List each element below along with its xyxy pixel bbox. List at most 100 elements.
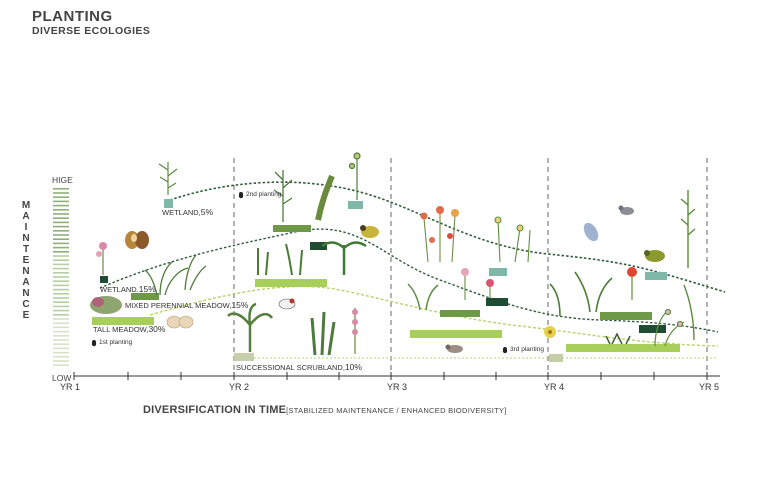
fern-frond-icon: [315, 174, 335, 221]
bar-y3-teal: [489, 268, 507, 276]
scale-stripe: [53, 200, 69, 203]
scale-stripe: [53, 242, 69, 245]
wild-flowers-icon: [494, 216, 531, 263]
moth-icon: [166, 315, 194, 329]
herb-plant-icon: [407, 283, 439, 311]
meadow-flower-icon: [96, 242, 107, 275]
scale-stripe: [53, 213, 69, 215]
bar-y3-mid: [440, 310, 480, 317]
tree-sapling-icon: [273, 170, 293, 222]
plant-illustrations: [90, 152, 696, 356]
scale-stripe: [53, 305, 69, 308]
label-second-planting: 2nd planting: [239, 191, 281, 198]
x-axis-subtitle: [STABILIZED MAINTENANCE / ENHANCED BIODI…: [286, 406, 507, 415]
palm-tree-icon: [227, 302, 274, 352]
scale-stripe: [53, 322, 69, 324]
scale-stripe: [53, 297, 69, 299]
small-bird-icon: [445, 344, 463, 353]
blue-bird-icon: [583, 222, 599, 242]
scale-stripe: [53, 217, 69, 219]
tick-yr2: YR 2: [229, 382, 250, 392]
tick-yr1: YR 1: [60, 382, 81, 392]
bar-y2-light: [255, 279, 327, 287]
sansevieria-icon: [310, 311, 336, 356]
scale-stripe: [53, 318, 69, 320]
scale-stripe: [53, 364, 69, 366]
succulent-icon: [605, 332, 631, 345]
label-third-planting: 3rd planting: [503, 346, 544, 353]
bar-y3-dark: [486, 298, 508, 306]
x-axis-title: DIVERSIFICATION IN TIME[STABILIZED MAINT…: [143, 404, 507, 416]
scale-stripe: [53, 301, 69, 303]
grass-clump-icon: [144, 254, 207, 296]
page-subtitle: DIVERSE ECOLOGIES: [32, 25, 151, 37]
poppy-flowers-icon: [420, 206, 459, 263]
scale-stripe: [53, 192, 69, 194]
label-tall-meadow: TALL MEADOW,30%: [93, 324, 166, 334]
scale-stripe: [53, 288, 69, 291]
scale-stripe: [53, 263, 69, 266]
scale-stripe: [53, 360, 69, 362]
butterfly-icon: [125, 231, 149, 249]
scale-stripe: [53, 276, 69, 278]
tick-yr4: YR 4: [544, 382, 565, 392]
bar-mixed-meadow: [131, 293, 159, 300]
scale-stripe: [53, 351, 69, 354]
scale-stripe: [53, 347, 69, 350]
page-title: PLANTING: [32, 8, 113, 25]
bar-y4-pale: [549, 354, 563, 362]
tick-yr3: YR 3: [387, 382, 408, 392]
scale-stripe: [53, 234, 69, 236]
scale-stripe: [53, 343, 69, 345]
scale-stripe: [53, 221, 69, 224]
bar-y2-mid: [273, 225, 311, 232]
bar-y2-teal: [348, 201, 363, 209]
label-wetland-15: WETLAND.15%: [100, 284, 156, 294]
tall-plant-icon: [680, 190, 696, 341]
label-mixed-perennial-meadow: MIXED PERENNIAL MEADOW,15%: [125, 300, 249, 310]
tick-yr5: YR 5: [699, 382, 720, 392]
bird-icon: [360, 225, 379, 238]
scale-stripe: [53, 293, 69, 295]
scale-stripe: [53, 356, 69, 358]
scale-stripe: [53, 330, 69, 333]
bar-y2-dark: [310, 242, 327, 250]
scale-stripe: [53, 335, 69, 337]
flowering-stem-icon: [348, 152, 361, 200]
y-axis-high-label: HIGE: [52, 175, 73, 185]
scale-stripe: [53, 284, 69, 287]
label-first-planting: 1st planting: [92, 339, 132, 346]
bar-tall-meadow: [92, 317, 154, 325]
scale-stripe: [53, 238, 69, 240]
bar-y3-light: [410, 330, 502, 338]
leafy-plant-icon: [257, 243, 303, 276]
scale-stripe: [53, 246, 69, 249]
palm-icon: [321, 241, 367, 275]
meadow-curve: [99, 228, 719, 333]
x-axis-title-text: DIVERSIFICATION IN TIME: [143, 404, 287, 416]
fern-plant-icon: [158, 162, 178, 195]
bar-wetland-2: [164, 199, 173, 208]
bar-wetland-1: [100, 276, 108, 283]
scale-stripe: [53, 196, 69, 198]
scale-stripe: [53, 280, 69, 282]
scale-stripe: [53, 309, 69, 312]
label-wetland-5: WETLAND,5%: [162, 207, 214, 217]
bar-y2-pale: [234, 353, 254, 361]
scale-stripe: [53, 209, 69, 211]
bar-y4-mid: [600, 312, 652, 320]
bar-y4-light: [566, 344, 680, 352]
scale-stripe: [53, 255, 69, 257]
scale-stripe: [53, 326, 69, 329]
red-flower-icon: [627, 267, 637, 300]
y-axis-low-label: LOW: [52, 373, 72, 383]
foxglove-icon: [352, 308, 358, 354]
scale-stripe: [53, 225, 69, 228]
wetland-curve: [169, 181, 726, 293]
bar-y4-teal: [645, 272, 667, 280]
low-shrub-icon: [90, 296, 122, 314]
yellow-flower-icon: [544, 326, 556, 338]
label-successional-scrubland: SUCCESSIONAL SCRUBLAND,10%: [236, 362, 362, 372]
songbird-icon: [278, 298, 296, 310]
scale-stripe: [53, 267, 69, 270]
